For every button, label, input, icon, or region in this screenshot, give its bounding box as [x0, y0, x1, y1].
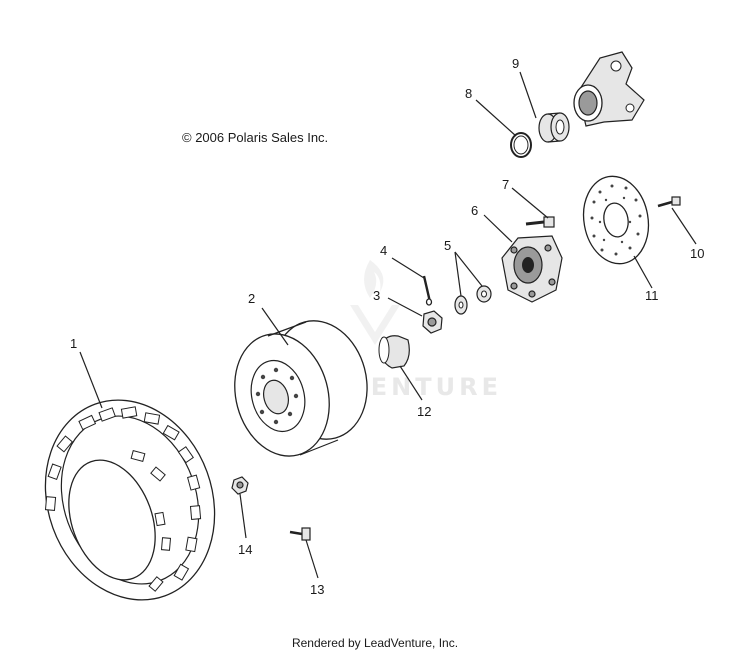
cotter-pin — [422, 275, 433, 306]
leader-13 — [305, 539, 319, 579]
leader-10 — [671, 207, 697, 245]
leader-7 — [511, 187, 549, 219]
callout-9: 9 — [512, 56, 519, 71]
callout-10: 10 — [690, 246, 704, 261]
callout-6: 6 — [471, 203, 478, 218]
valve-stem — [289, 527, 311, 541]
leader-4 — [391, 257, 425, 279]
callout-5: 5 — [444, 238, 451, 253]
castle-nut — [422, 310, 443, 334]
brake-disc — [582, 175, 650, 265]
lug-nut — [231, 476, 249, 495]
snap-ring — [510, 132, 532, 158]
callout-2: 2 — [248, 291, 255, 306]
leader-9 — [519, 71, 537, 119]
bearing — [538, 112, 570, 143]
hub-bolt — [525, 216, 555, 228]
leader-6 — [483, 214, 513, 243]
watermark-logo — [350, 260, 400, 345]
leader-5b — [454, 251, 483, 287]
callout-13: 13 — [310, 582, 324, 597]
wheel-rim — [234, 320, 368, 457]
leader-12 — [399, 365, 423, 401]
callout-7: 7 — [502, 177, 509, 192]
callout-11: 11 — [645, 288, 659, 303]
leader-11 — [633, 255, 653, 289]
leader-1 — [79, 351, 103, 409]
callout-14: 14 — [238, 542, 252, 557]
wheel-hub — [501, 235, 563, 303]
footer-credit: Rendered by LeadVenture, Inc. — [291, 636, 459, 650]
brake-disc-bolt — [657, 196, 681, 208]
leader-3 — [387, 297, 423, 317]
tire — [44, 399, 216, 601]
callout-8: 8 — [465, 86, 472, 101]
copyright-notice: © 2006 Polaris Sales Inc. — [182, 130, 329, 145]
callout-1: 1 — [70, 336, 77, 351]
leader-14 — [239, 493, 247, 539]
leader-5a — [454, 251, 462, 297]
leader-2 — [261, 307, 289, 346]
leader-8 — [475, 99, 517, 137]
hub-cap — [378, 335, 410, 369]
callout-3: 3 — [373, 288, 380, 303]
callout-12: 12 — [417, 404, 431, 419]
callout-4: 4 — [380, 243, 387, 258]
bearing-carrier — [573, 51, 645, 127]
